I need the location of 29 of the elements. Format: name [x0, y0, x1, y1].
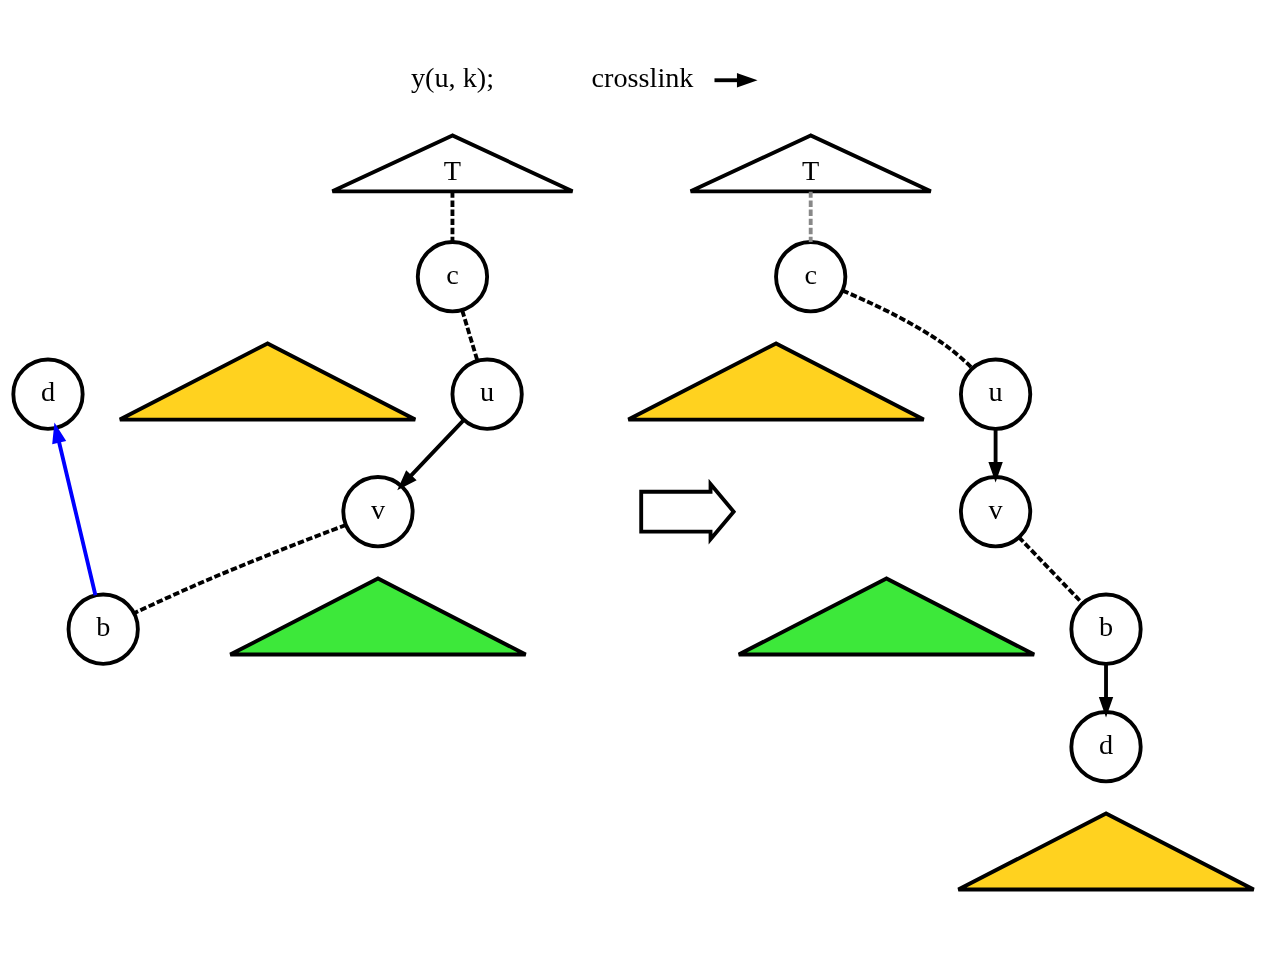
node-arrow — [639, 478, 737, 545]
node-triangle — [228, 576, 528, 657]
node-triangle — [117, 341, 418, 422]
arrow — [397, 419, 465, 491]
arrow — [52, 422, 98, 596]
connector — [1017, 536, 1085, 605]
node-circle: b — [1069, 592, 1143, 666]
node-circle: d — [11, 357, 85, 431]
arrow — [1098, 664, 1114, 718]
connector — [460, 310, 480, 362]
node-circle: b — [66, 592, 140, 666]
node-circle: u — [959, 357, 1033, 431]
node-circle: v — [959, 475, 1033, 549]
node-circle: v — [341, 475, 415, 549]
connector — [133, 523, 347, 615]
node-circle: u — [450, 357, 524, 431]
node-triangle — [626, 341, 926, 422]
arrow — [714, 73, 758, 88]
arrow — [988, 429, 1003, 483]
node-circle: d — [1069, 710, 1143, 784]
label: y(u, k); — [410, 62, 495, 94]
node-circle: c — [415, 240, 490, 314]
node-triangle — [956, 811, 1256, 892]
connector — [841, 288, 974, 370]
node-triangle — [736, 576, 1037, 657]
connector — [808, 191, 813, 242]
node-circle: c — [774, 240, 848, 314]
node-text: crosslink — [591, 62, 694, 94]
connector — [450, 191, 455, 242]
